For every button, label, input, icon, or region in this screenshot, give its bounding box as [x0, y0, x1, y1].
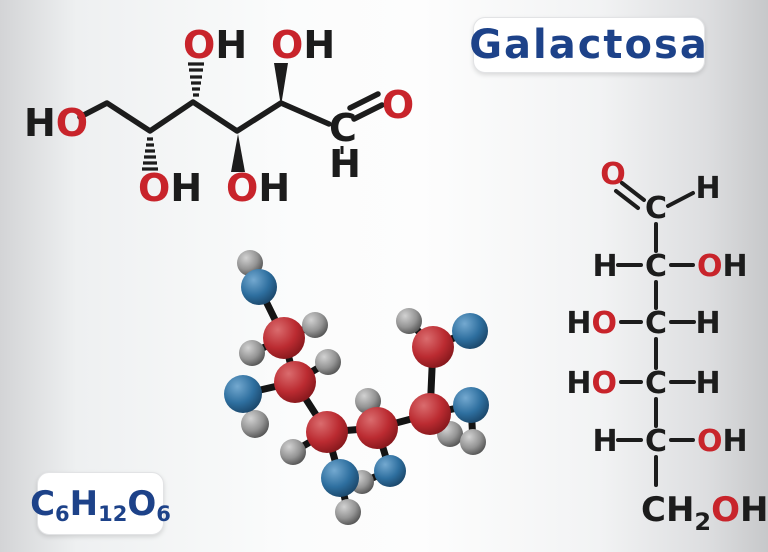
fischer-c2: C — [645, 249, 667, 284]
atom-C2 — [409, 393, 451, 435]
title-badge: Galactosa — [469, 17, 707, 73]
aldehyde-c-label: C — [329, 106, 357, 150]
aldehyde-o-label: O — [382, 83, 414, 127]
atom-H12 — [315, 349, 341, 375]
fischer-c4-right: H — [695, 366, 720, 401]
hashed-wedge-down — [142, 137, 158, 171]
oh-label-c4: OH — [183, 23, 247, 67]
fischer-c3-left: HO — [566, 306, 617, 341]
atom-H4 — [241, 410, 269, 438]
atom-O4 — [374, 455, 406, 487]
atom-O1 — [241, 269, 277, 305]
solid-wedge-up — [274, 63, 288, 106]
ho-label: HO — [24, 101, 88, 145]
atom-O2 — [224, 375, 262, 413]
solid-wedge-down — [231, 134, 245, 172]
atom-H2 — [302, 312, 328, 338]
oh-label-c2: OH — [271, 23, 335, 67]
fischer-o1: O — [600, 157, 626, 192]
aldehyde-h-label: H — [329, 142, 361, 186]
molecule-name: Galactosa — [469, 22, 709, 68]
fischer-c4: C — [645, 366, 667, 401]
fischer-c5: C — [645, 424, 667, 459]
atom-O6 — [453, 387, 489, 423]
formula-c: C — [30, 483, 56, 524]
atom-C1 — [412, 326, 454, 368]
atom-H8 — [335, 499, 361, 525]
carbon-chain-bond — [77, 99, 332, 134]
formula-c-sub: 6 — [55, 501, 70, 526]
fischer-double-bond — [614, 181, 646, 210]
atom-O5 — [452, 313, 488, 349]
atom-H3 — [239, 340, 265, 366]
atom-C3 — [356, 407, 398, 449]
atom-H9 — [396, 308, 422, 334]
formula-o-sub: 6 — [156, 501, 171, 526]
oh-label-c3: OH — [226, 166, 290, 210]
fischer-c4-left: HO — [566, 366, 617, 401]
carbonyl-double-bond — [347, 91, 385, 122]
atom-H11 — [460, 429, 486, 455]
fischer-c6-group: CH2OH — [641, 490, 768, 536]
atom-O3 — [321, 459, 359, 497]
fischer-projection: O C H H C OH HO C H HO C H H — [566, 157, 768, 536]
fischer-c1-h-bond — [666, 191, 695, 208]
formula-o: O — [127, 483, 157, 524]
fischer-c1: C — [645, 191, 667, 226]
fischer-c3-right: H — [695, 306, 720, 341]
atom-C6 — [263, 317, 305, 359]
hashed-wedge-up — [188, 62, 204, 97]
atom-C5 — [274, 361, 316, 403]
fischer-c3: C — [645, 306, 667, 341]
formula-h: H — [69, 483, 99, 524]
fischer-c5-left: H — [592, 424, 617, 459]
atom-H5 — [280, 439, 306, 465]
skeletal-formula: HO OH OH OH OH C O H — [24, 23, 414, 210]
atom-C4 — [306, 411, 348, 453]
formula-h-sub: 12 — [98, 501, 128, 526]
fischer-h1: H — [695, 171, 720, 206]
oh-label-c5: OH — [138, 166, 202, 210]
fischer-c2-right: OH — [697, 249, 748, 284]
fischer-c5-right: OH — [697, 424, 748, 459]
ball-and-stick-model — [224, 250, 489, 525]
fischer-c2-left: H — [592, 249, 617, 284]
